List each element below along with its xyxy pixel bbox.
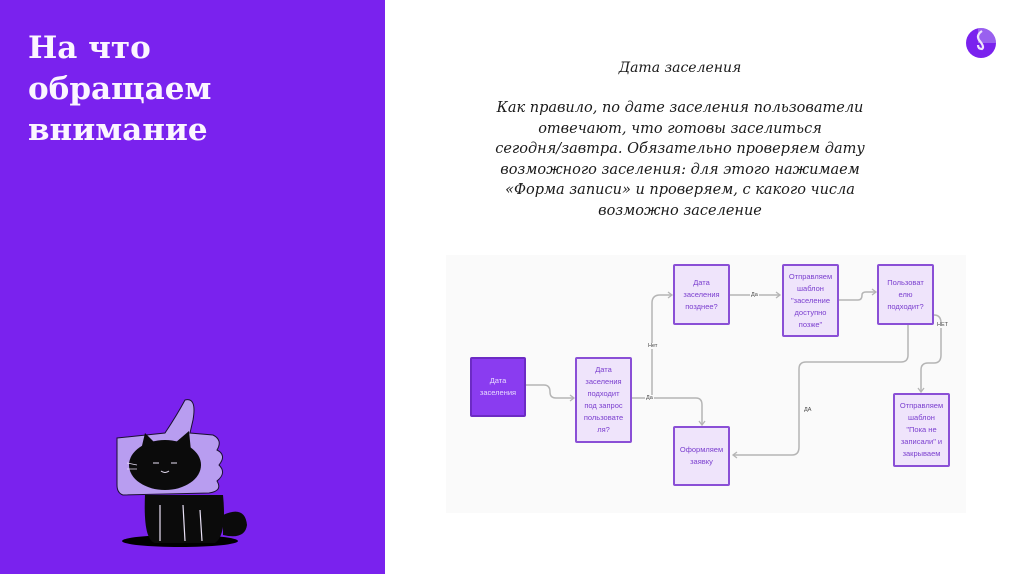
- description-paragraph: Как правило, по дате заселения пользоват…: [470, 98, 890, 221]
- title-line: обращаем: [28, 71, 212, 107]
- title-line: внимание: [28, 112, 208, 148]
- paragraph-line: «Форма записи» и проверяем, с какого чис…: [505, 182, 855, 198]
- edge-label-no: Нет: [647, 343, 659, 349]
- title-line: На что: [28, 30, 151, 66]
- cat-thumbs-up-illustration: [116, 399, 247, 547]
- paragraph-line: отвечают, что готовы заселиться: [538, 120, 822, 137]
- edge-label-yes: Да: [645, 395, 654, 401]
- edge-label-no: НЕТ: [936, 322, 949, 328]
- edge-label-yes: Да: [750, 292, 759, 298]
- section-heading: Дата заселения: [618, 60, 742, 76]
- content-block: Дата заселения Как правило, по дате засе…: [470, 58, 890, 221]
- slide-title: На что обращаем внимание: [28, 28, 211, 151]
- edge-label-yes: ДА: [803, 407, 813, 413]
- left-accent-panel: На что обращаем внимание: [0, 0, 385, 574]
- paragraph-line: возможно заселение: [598, 202, 762, 219]
- paragraph-line: Как правило, по дате заселения пользоват…: [496, 100, 864, 116]
- brand-logo-icon: [966, 28, 996, 58]
- paragraph-line: сегодня/завтра. Обязательно проверяем да…: [495, 141, 865, 157]
- paragraph-line: возможного заселения: для этого нажимаем: [500, 161, 860, 178]
